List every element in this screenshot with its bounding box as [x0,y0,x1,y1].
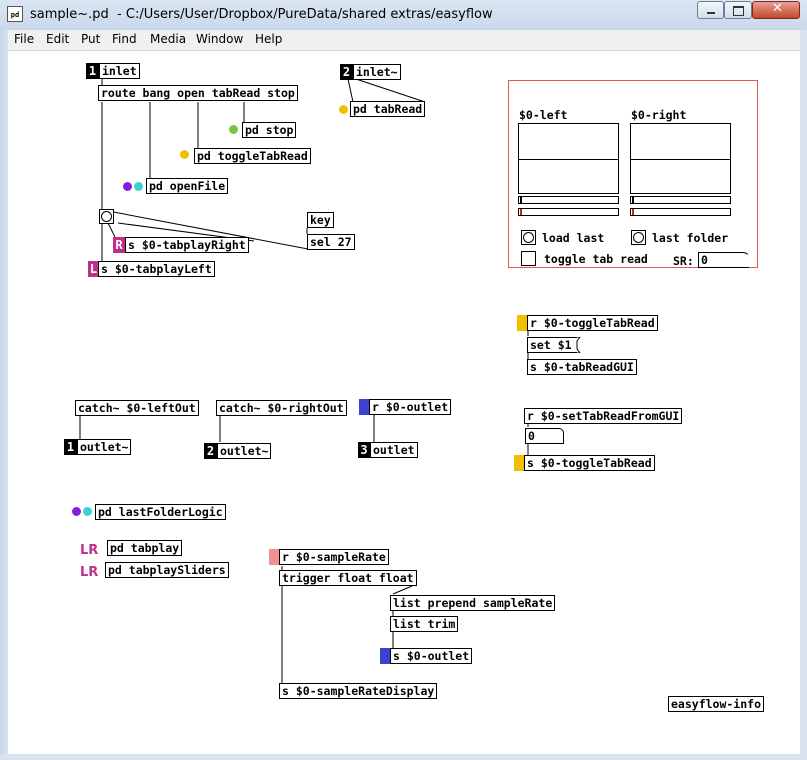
pd-tabplay-subpatch[interactable]: pd tabplay [107,540,183,556]
menu-help[interactable]: Help [255,32,283,46]
left-waveform-array[interactable] [518,123,619,194]
outlet-signal-object[interactable]: outlet~ [77,439,132,455]
sample-rate-label: SR: [673,254,694,268]
pd-stop-subpatch[interactable]: pd stop [242,122,297,138]
left-level-slider[interactable] [518,208,619,216]
send-right-badge: R [113,237,125,253]
menu-bar: File Edit Put Find Media Window Help [8,30,800,51]
menu-put[interactable]: Put [81,32,101,46]
color-tag-blue [359,399,369,415]
window-title: sample~.pd - C:/Users/User/Dropbox/PureD… [30,7,493,22]
menu-file[interactable]: File [14,32,35,46]
list-prepend-samplerate-object[interactable]: list prepend sampleRate [390,595,556,611]
set-message-box[interactable]: set $1 [527,337,577,353]
status-dot-cyan [83,507,92,516]
outlet-object[interactable]: outlet [370,442,418,458]
color-tag-blue [380,648,390,664]
send-tabreadgui-object[interactable]: s $0-tabReadGUI [527,359,637,375]
catch-rightout-object[interactable]: catch~ $0-rightOut [216,400,347,416]
color-label-lr: LR [80,565,99,580]
right-level-slider[interactable] [630,208,731,216]
receive-samplerate-object[interactable]: r $0-sampleRate [279,549,389,565]
minimize-button[interactable] [697,1,724,19]
status-dot-cyan [134,182,143,191]
receive-settabreadfromgui-object[interactable]: r $0-setTabReadFromGUI [524,408,683,424]
trigger-float-float-object[interactable]: trigger float float [279,570,417,586]
send-tabplayleft-object[interactable]: s $0-tabplayLeft [98,261,215,277]
list-trim-object[interactable]: list trim [390,616,459,632]
minimize-icon [707,12,715,14]
bang-button[interactable] [99,209,114,224]
status-dot-yellow [339,105,348,114]
inlet-number-badge: 2 [340,64,353,80]
toggle-tab-read-checkbox[interactable] [521,251,536,266]
catch-leftout-object[interactable]: catch~ $0-leftOut [75,400,199,416]
send-left-badge: L [88,261,99,277]
menu-find[interactable]: Find [112,32,137,46]
menu-window[interactable]: Window [196,32,244,46]
inlet-object[interactable]: inlet [99,63,140,79]
title-bar[interactable]: pd sample~.pd - C:/Users/User/Dropbox/Pu… [0,0,807,30]
status-dot-purple [123,182,132,191]
last-folder-label: last folder [652,231,729,245]
inlet-number-badge: 1 [86,63,99,79]
color-tag-yellow [514,455,524,471]
load-last-bang[interactable] [521,230,536,245]
maximize-button[interactable] [724,1,752,19]
left-array-label: $0-left [519,108,568,122]
load-last-label: load last [542,231,605,245]
gui-panel: $0-left $0-right load last last folder t… [508,80,758,268]
color-tag-pink [269,549,279,565]
status-dot-green [229,125,238,134]
outlet-number-badge: 3 [358,442,370,458]
last-folder-bang[interactable] [631,230,646,245]
status-dot-yellow [180,150,189,159]
pd-tabplaysliders-subpatch[interactable]: pd tabplaySliders [105,562,229,578]
outlet-number-badge: 1 [64,439,77,455]
window-frame-left [0,30,8,760]
route-object[interactable]: route bang open tabRead stop [98,85,298,101]
send-sampleratedisplay-object[interactable]: s $0-sampleRateDisplay [279,683,438,699]
easyflow-info-object[interactable]: easyflow-info [668,696,765,712]
outlet-number-badge: 2 [204,443,217,459]
window-frame-right [800,30,807,760]
send-outlet-object[interactable]: s $0-outlet [390,648,473,664]
right-waveform-array[interactable] [630,123,731,194]
pd-app-icon: pd [7,6,23,22]
toggle-tab-read-label: toggle tab read [544,252,648,266]
sel-27-object[interactable]: sel 27 [307,234,355,250]
pd-tabread-subpatch[interactable]: pd tabRead [350,101,426,117]
inlet-signal-object[interactable]: inlet~ [353,64,401,80]
number-box[interactable]: 0 [525,428,564,444]
pd-openfile-subpatch[interactable]: pd openFile [146,178,229,194]
left-position-slider[interactable] [518,196,619,204]
close-icon: ✕ [772,1,783,16]
window-frame-bottom [0,754,807,760]
patch-canvas[interactable]: 1 inlet route bang open tabRead stop pd … [8,51,800,754]
send-tabplayright-object[interactable]: s $0-tabplayRight [125,237,249,253]
color-label-lr: LR [80,543,99,558]
send-toggletabread-object[interactable]: s $0-toggleTabRead [524,455,655,471]
maximize-icon [733,6,744,16]
status-dot-purple [72,507,81,516]
message-box-flag [574,337,581,353]
right-position-slider[interactable] [630,196,731,204]
menu-media[interactable]: Media [150,32,187,46]
outlet-signal-object[interactable]: outlet~ [217,443,272,459]
key-object[interactable]: key [307,212,334,228]
right-array-label: $0-right [631,108,687,122]
pd-toggletabread-subpatch[interactable]: pd toggleTabRead [194,148,311,164]
receive-toggletabread-object[interactable]: r $0-toggleTabRead [527,315,658,331]
color-tag-yellow [517,315,527,331]
menu-edit[interactable]: Edit [46,32,70,46]
close-button[interactable]: ✕ [752,1,800,19]
sample-rate-number-box[interactable]: 0 [698,252,750,268]
pd-lastfolderlogic-subpatch[interactable]: pd lastFolderLogic [95,504,226,520]
receive-outlet-object[interactable]: r $0-outlet [369,399,452,415]
